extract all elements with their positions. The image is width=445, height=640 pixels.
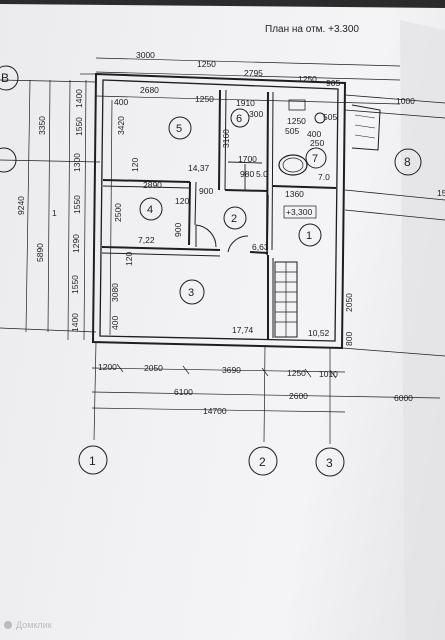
dim-left-3080: 3080	[110, 283, 120, 302]
dim-top3-f: 505	[323, 112, 337, 122]
room-number-1: 1	[306, 230, 312, 242]
dim-top1-a: 3000	[136, 50, 155, 60]
dim-bot1-a: 1200	[98, 362, 117, 372]
dim-left-120b: 120	[124, 252, 134, 266]
dim-left-1300: 1300	[72, 153, 82, 172]
mark-6000: 6000	[394, 393, 413, 403]
dim-top1-d: 1250	[298, 74, 317, 84]
dim-left-1400a: 1400	[74, 89, 84, 108]
axis-label-v: В	[1, 71, 9, 85]
dim-int-900v: 900	[173, 223, 183, 237]
plan-title: План на отм. +3.300	[265, 24, 359, 35]
axis-label-2: 2	[259, 455, 266, 469]
dim-left-3350: 3350	[37, 116, 47, 135]
room-area-5: 14,37	[188, 163, 210, 173]
axis-label-1: 1	[89, 454, 96, 468]
dim-bot1-c: 3690	[222, 365, 241, 375]
room-number-7: 7	[312, 153, 318, 165]
dim-top1-b: 1250	[197, 59, 216, 69]
room-area-1: 10,52	[308, 328, 330, 338]
dim-bot3: 14700	[203, 406, 227, 416]
room-number-2: 2	[231, 213, 237, 225]
dim-left-1290: 1290	[71, 234, 81, 253]
dim-int-120: 120	[175, 196, 189, 206]
dim-bot1-b: 2050	[144, 363, 163, 373]
dim-int-70: 7.0	[318, 172, 330, 182]
dim-int-1360: 1360	[285, 189, 304, 199]
dim-top2-c: 1910	[236, 98, 255, 108]
dim-int-900: 900	[199, 186, 213, 196]
room-area-2: 6,63	[252, 242, 269, 252]
dim-int-980: 980	[240, 169, 254, 179]
room-number-6: 6	[236, 113, 242, 125]
dim-bot1-e: 1010	[319, 369, 338, 379]
dim-left-3420: 3420	[116, 116, 126, 135]
dim-int-2890: 2890	[143, 180, 162, 190]
dim-int-1700: 1700	[238, 154, 257, 164]
dim-left-1550c: 1550	[70, 275, 80, 294]
room-number-3: 3	[188, 287, 194, 299]
room-number-4: 4	[147, 204, 153, 216]
dim-left-9240: 9240	[16, 196, 26, 215]
dim-left-1400b: 1400	[70, 313, 80, 332]
dim-int-250: 250	[310, 138, 324, 148]
dim-left-1550b: 1550	[72, 195, 82, 214]
dim-top1-e: 905	[326, 78, 340, 88]
mark-1000: 1000	[396, 96, 415, 106]
dim-left-120: 120	[130, 158, 140, 172]
dim-left-5890: 5890	[35, 243, 45, 262]
dim-right-800: 800	[344, 332, 354, 346]
dim-left-2500: 2500	[113, 203, 123, 222]
room-number-5: 5	[176, 123, 182, 135]
room-area-3: 17,74	[232, 325, 254, 335]
dim-bot2-a: 6100	[174, 387, 193, 397]
dim-int-3160: 3160	[221, 129, 231, 148]
dim-top3-d: 505	[285, 126, 299, 136]
dim-left-400: 400	[110, 316, 120, 330]
dim-int-50: 5.0	[256, 169, 268, 179]
level-mark: +3,300	[286, 207, 313, 217]
dim-top1-c: 2795	[244, 68, 263, 78]
dim-top3-a: 400	[114, 97, 128, 107]
dim-right-2050: 2050	[344, 293, 354, 312]
dim-top2-a: 2680	[140, 85, 159, 95]
room-area-4: 7,22	[138, 235, 155, 245]
watermark: Домклик	[16, 620, 52, 630]
dim-top3-c: 300	[249, 109, 263, 119]
mark-15: 15	[437, 188, 445, 198]
dim-top2-b: 1250	[195, 94, 214, 104]
dim-left-1550a: 1550	[74, 117, 84, 136]
dim-bot2-b: 2600	[289, 391, 308, 401]
dim-top2-d: 1250	[287, 116, 306, 126]
dim-top3-e: 400	[307, 129, 321, 139]
dim-bot1-d: 1250	[287, 368, 306, 378]
axis-mark-left-1: 1	[52, 208, 57, 218]
axis-label-8: 8	[404, 155, 411, 169]
axis-label-3: 3	[326, 456, 333, 470]
